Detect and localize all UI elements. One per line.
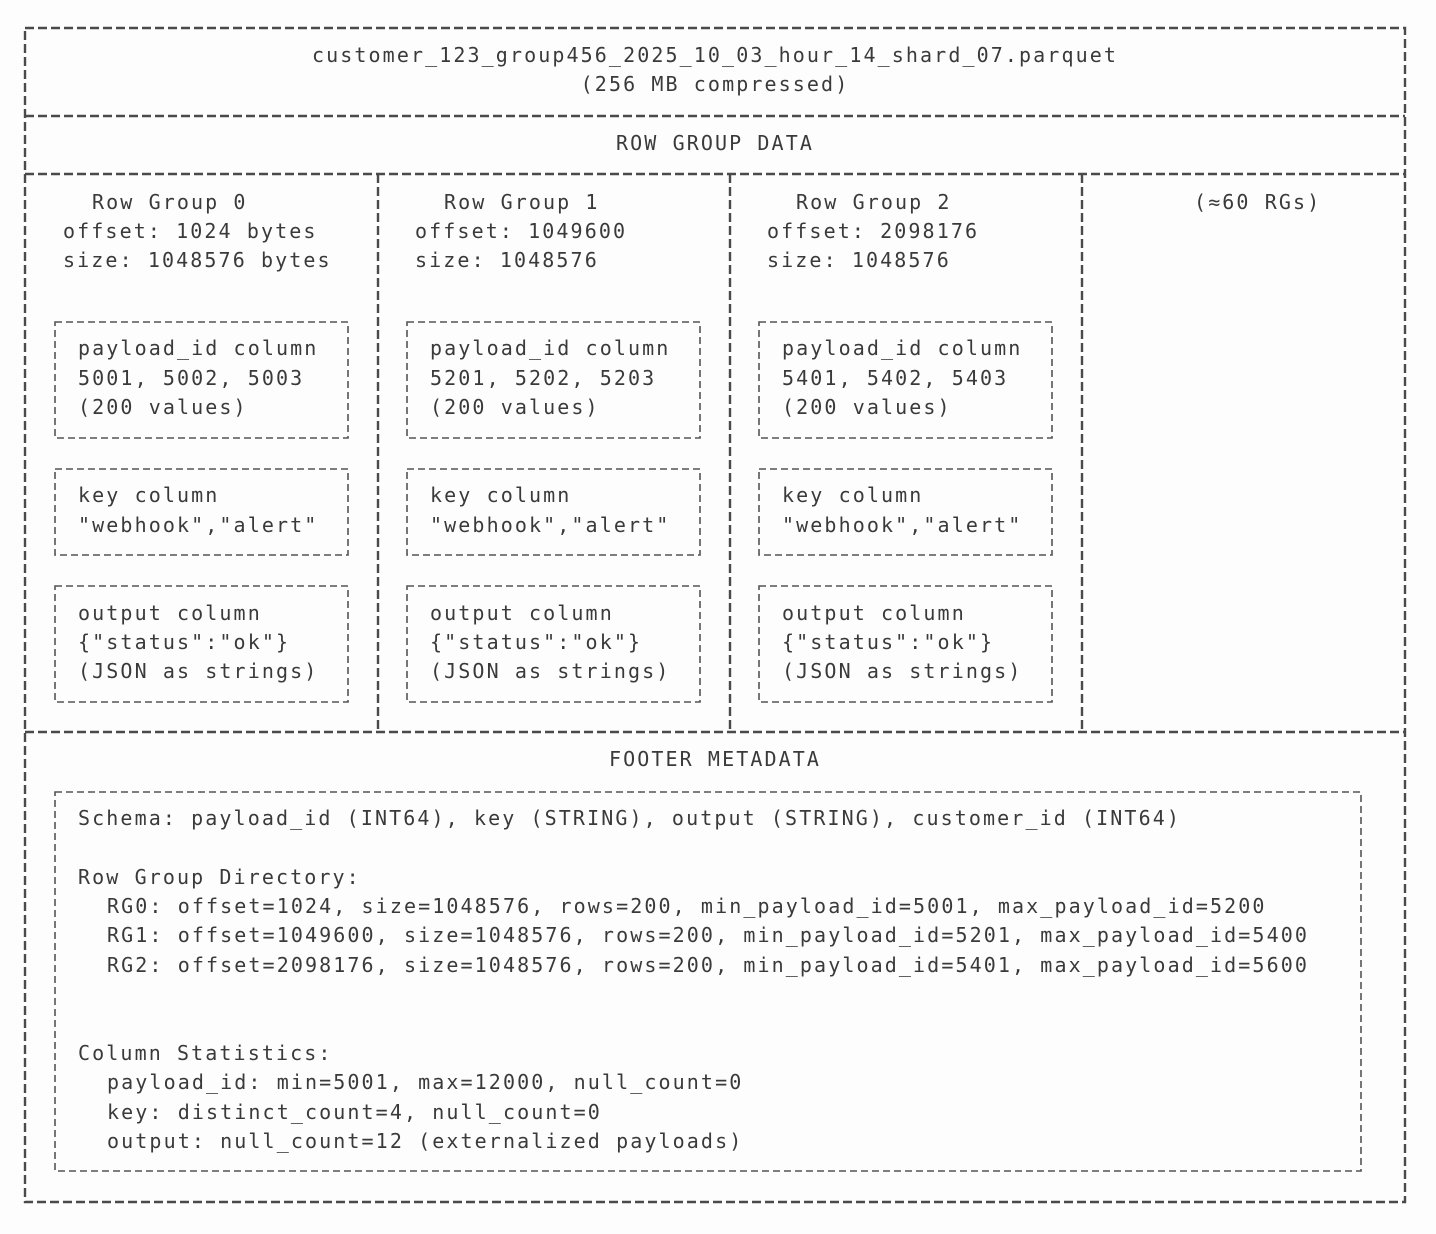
rg1-key-box [406,468,701,556]
rg1-key-title: key column [430,483,572,507]
rg2-payload-count: (200 values) [782,395,952,419]
rg1-output-note: (JSON as strings) [430,659,671,683]
rg2-output-values: {"status":"ok"} [782,630,995,654]
rg2-output-note: (JSON as strings) [782,659,1023,683]
rg2-key-values: "webhook","alert" [782,513,1023,537]
rg2-payload-box [758,321,1053,439]
rg1-offset: offset: 1049600 [415,219,628,243]
row-group-data-title: ROW GROUP DATA [616,131,814,155]
rg2-title: Row Group 2 [796,190,952,214]
rg0-title: Row Group 0 [92,190,248,214]
rg0-offset: offset: 1024 bytes [63,219,318,243]
footer-stat-output: output: null_count=12 (externalized payl… [107,1129,744,1153]
footer-directory-rg1: RG1: offset=1049600, size=1048576, rows=… [107,923,1309,947]
rg2-payload-values: 5401, 5402, 5403 [782,366,1009,390]
footer-title: FOOTER METADATA [608,747,822,771]
rg1-output-box [406,585,701,703]
rg0-output-values: {"status":"ok"} [78,630,291,654]
footer-directory-rg2: RG2: offset=2098176, size=1048576, rows=… [107,953,1309,977]
rg1-payload-count: (200 values) [430,395,600,419]
file-name: customer_123_group456_2025_10_03_hour_14… [311,43,1119,67]
footer-stat-payload-id: payload_id: min=5001, max=12000, null_co… [107,1070,744,1094]
rg0-payload-box [54,321,349,439]
rg0-size: size: 1048576 bytes [63,248,332,272]
rg0-output-box [54,585,349,703]
rg1-output-values: {"status":"ok"} [430,630,643,654]
rg0-payload-values: 5001, 5002, 5003 [78,366,305,390]
rg2-key-title: key column [782,483,924,507]
footer-directory-title: Row Group Directory: [78,865,361,889]
rg1-payload-title: payload_id column [430,336,671,360]
footer-schema: Schema: payload_id (INT64), key (STRING)… [78,806,1181,830]
rg1-output-title: output column [430,601,614,625]
rg2-key-box [758,468,1053,556]
rg1-size: size: 1048576 [415,248,599,272]
footer-directory-rg0: RG0: offset=1024, size=1048576, rows=200… [107,894,1267,918]
rg2-output-title: output column [782,601,966,625]
rg0-key-values: "webhook","alert" [78,513,319,537]
rg2-offset: offset: 2098176 [767,219,980,243]
footer-metadata-box [54,791,1362,1172]
rg1-key-values: "webhook","alert" [430,513,671,537]
rg1-payload-values: 5201, 5202, 5203 [430,366,657,390]
rg2-payload-title: payload_id column [782,336,1023,360]
rg0-payload-count: (200 values) [78,395,248,419]
rg1-title: Row Group 1 [444,190,600,214]
rg0-output-note: (JSON as strings) [78,659,319,683]
file-border [23,26,1407,1204]
rg1-payload-box [406,321,701,439]
rg0-key-title: key column [78,483,220,507]
rg2-output-box [758,585,1053,703]
footer-stat-key: key: distinct_count=4, null_count=0 [107,1100,602,1124]
rg0-payload-title: payload_id column [78,336,319,360]
more-row-groups-note: (≈60 RGs) [1194,190,1322,214]
file-size: (256 MB compressed) [580,72,850,96]
footer-stats-title: Column Statistics: [78,1041,333,1065]
rg0-key-box [54,468,349,556]
rg0-output-title: output column [78,601,262,625]
rg2-size: size: 1048576 [767,248,951,272]
